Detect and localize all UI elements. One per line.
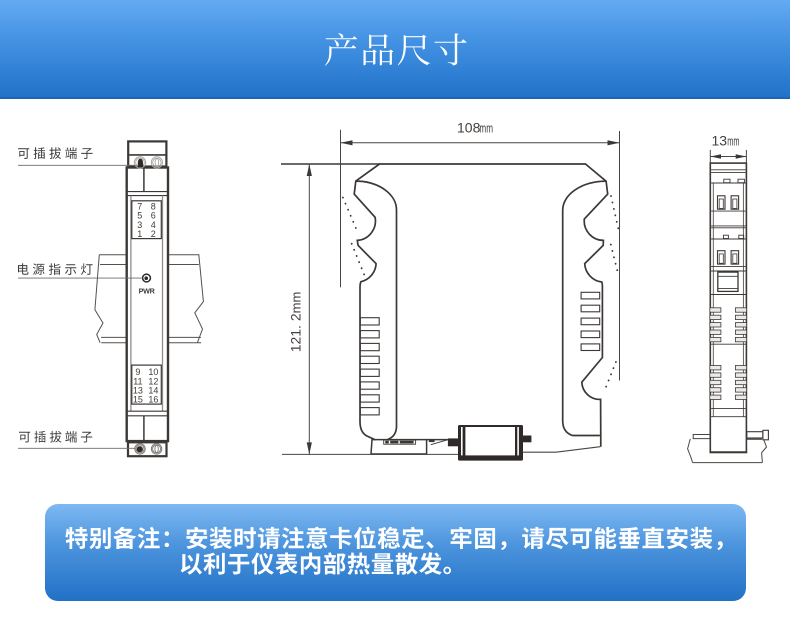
svg-text:13: 13 — [133, 385, 143, 395]
svg-text:5: 5 — [137, 211, 142, 221]
svg-text:6: 6 — [151, 211, 156, 221]
svg-text:8: 8 — [151, 202, 156, 212]
svg-text:4: 4 — [151, 220, 156, 230]
svg-text:PWR: PWR — [139, 287, 156, 296]
svg-text:15: 15 — [133, 394, 143, 404]
svg-text:11: 11 — [133, 376, 142, 386]
svg-text:mm: mm — [727, 133, 739, 148]
svg-text:mm: mm — [479, 121, 493, 136]
svg-text:9: 9 — [135, 367, 140, 377]
svg-text:108: 108 — [457, 120, 481, 136]
svg-text:14: 14 — [148, 385, 158, 395]
svg-text:7: 7 — [137, 202, 142, 212]
svg-text:121. 2mm: 121. 2mm — [288, 292, 304, 353]
svg-text:13: 13 — [712, 132, 728, 148]
svg-text:3: 3 — [137, 220, 142, 230]
svg-text:12: 12 — [148, 376, 158, 386]
svg-text:2: 2 — [151, 229, 156, 239]
svg-text:16: 16 — [148, 394, 158, 404]
svg-text:1: 1 — [137, 229, 142, 239]
svg-text:10: 10 — [148, 367, 158, 377]
